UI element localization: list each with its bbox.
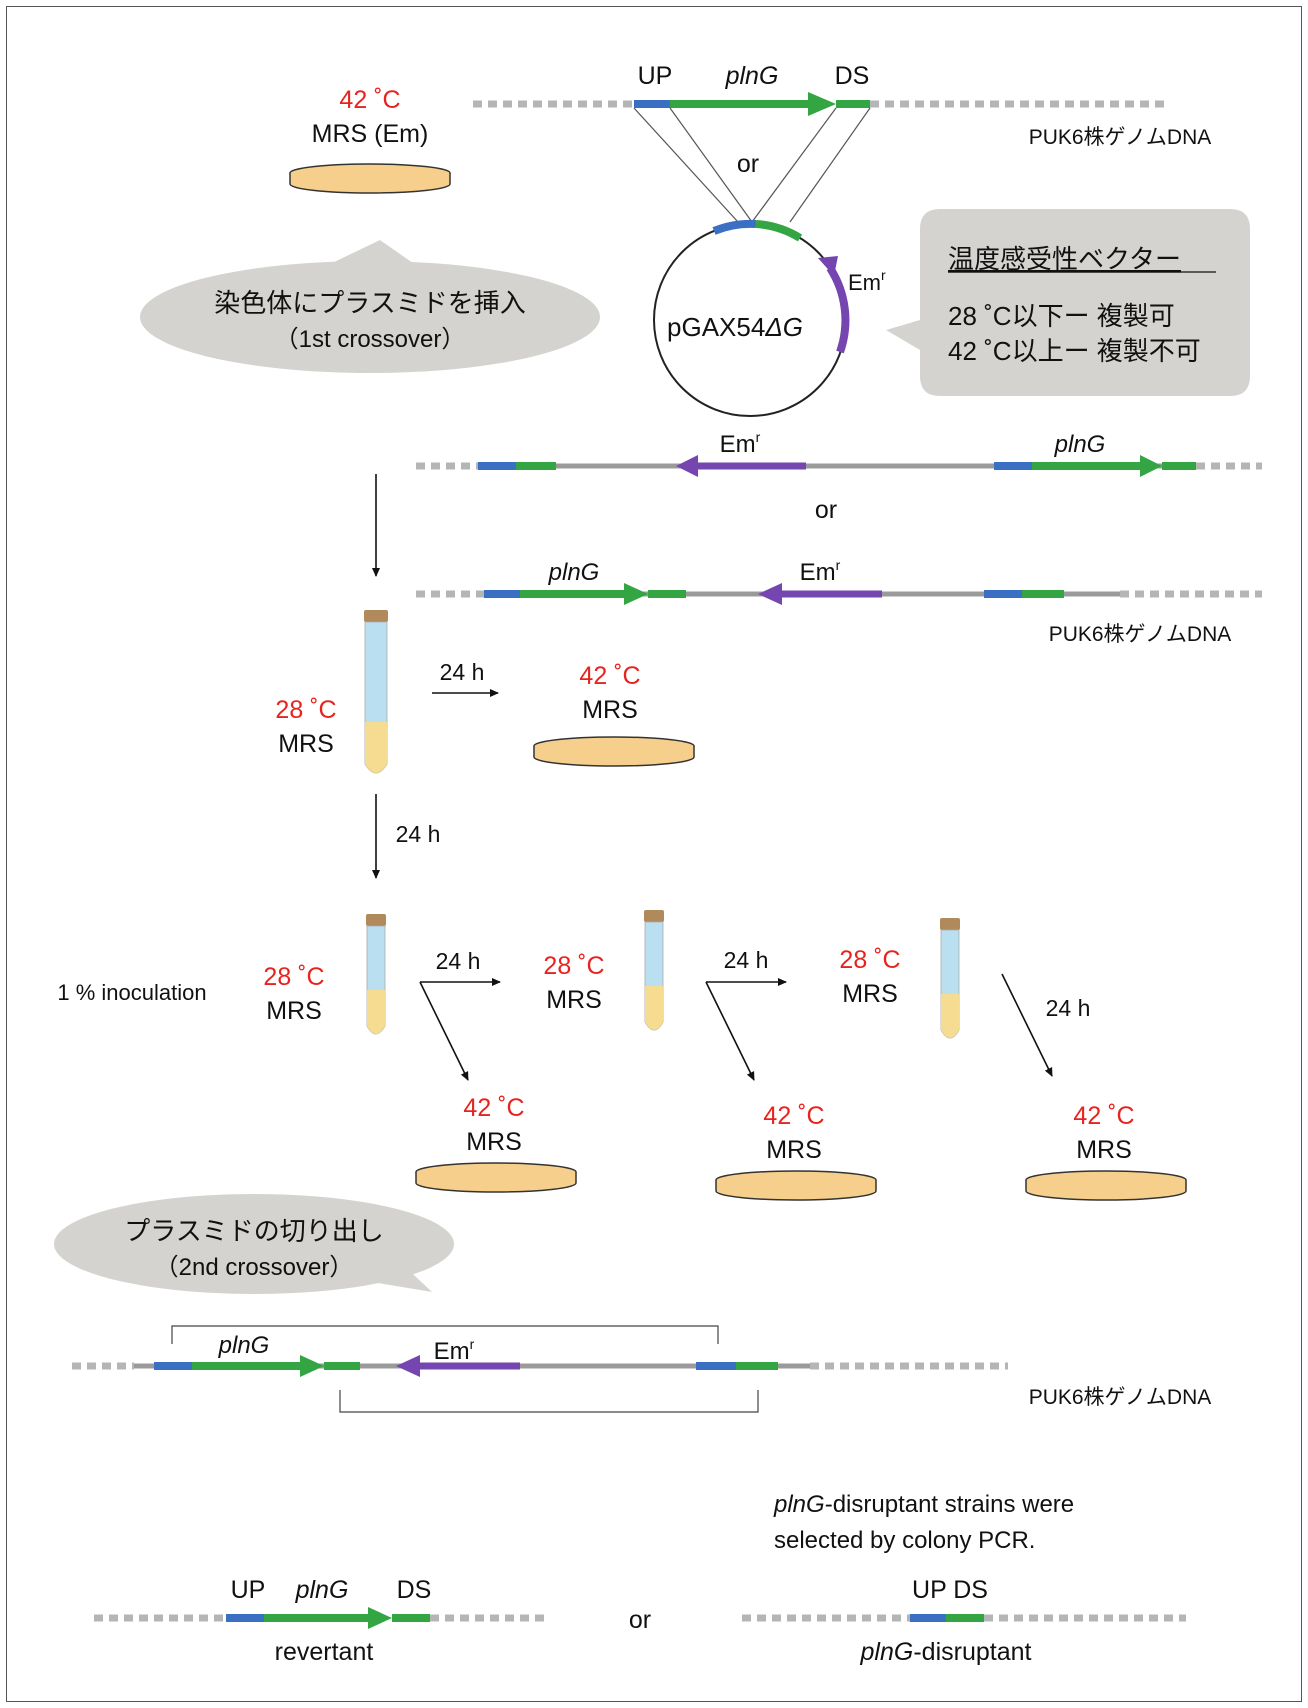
passage2-temp: 28 ˚C xyxy=(543,952,604,980)
plate3-medium: MRS xyxy=(1076,1136,1132,1164)
plasmid-marker: Emr xyxy=(848,267,886,295)
tube-passage-3 xyxy=(940,918,960,1039)
agar-plate xyxy=(533,736,695,767)
int2-gene: plnG xyxy=(548,559,600,586)
plate1-temp: 42 ˚C xyxy=(463,1094,524,1122)
tube-passage-1 xyxy=(366,914,386,1035)
result-note-line2: selected by colony PCR. xyxy=(774,1527,1035,1554)
arrow-plate-1 xyxy=(419,981,469,1081)
vector-info-box xyxy=(886,209,1250,396)
bubble-1st-crossover xyxy=(140,240,600,373)
bubble-2nd-crossover xyxy=(54,1194,454,1294)
plate1-medium: MRS xyxy=(466,1128,522,1156)
agar-plate xyxy=(289,163,451,194)
plate2-medium: MRS xyxy=(766,1136,822,1164)
genome-top xyxy=(473,92,1170,116)
vector-box-title: 温度感受性ベクター xyxy=(948,244,1181,274)
excision-marker: Emr xyxy=(434,1336,475,1365)
or-top: or xyxy=(737,150,759,178)
or-result: or xyxy=(629,1606,651,1634)
culture1-down-label: 24 h xyxy=(396,821,441,847)
int1-marker: Emr xyxy=(720,429,761,458)
vector-box-line2: 42 ˚C以上ー 複製不可 xyxy=(948,336,1201,366)
culture1-arrow-label: 24 h xyxy=(440,659,485,685)
rev-gene: plnG xyxy=(295,1576,349,1604)
culture1-temp: 28 ˚C xyxy=(275,696,336,724)
step1-temp: 42 ˚C xyxy=(339,86,400,114)
passage1-medium: MRS xyxy=(266,997,322,1025)
result-note-line1: plnG-disruptant strains were xyxy=(773,1491,1074,1518)
tube-passage-2 xyxy=(644,910,664,1031)
agar-plate xyxy=(415,1162,577,1193)
dis-updown: UP DS xyxy=(912,1576,988,1604)
culture1-plate-temp: 42 ˚C xyxy=(579,662,640,690)
bubble2-line1: プラスミドの切り出し xyxy=(124,1216,383,1246)
passage3-arrow-label: 24 h xyxy=(1046,995,1091,1021)
plasmid xyxy=(653,219,850,417)
int1-gene: plnG xyxy=(1054,431,1106,458)
passage2-arrow-label: 24 h xyxy=(724,947,769,973)
label-gene: plnG xyxy=(725,62,779,90)
rev-up: UP xyxy=(231,1576,266,1604)
genome-label-top: PUK6株ゲノムDNA xyxy=(1029,126,1212,149)
tube-1 xyxy=(364,610,388,774)
step1-medium: MRS (Em) xyxy=(312,120,429,148)
genome-label-integration: PUK6株ゲノムDNA xyxy=(1049,623,1232,646)
excision-gene: plnG xyxy=(218,1332,270,1359)
genome-label-excision: PUK6株ゲノムDNA xyxy=(1029,1386,1212,1409)
passage1-temp: 28 ˚C xyxy=(263,963,324,991)
agar-plate xyxy=(715,1170,877,1201)
plasmid-name: pGAX54ΔG xyxy=(667,312,803,342)
bubble1-line1: 染色体にプラスミドを挿入 xyxy=(214,288,525,318)
revertant-genome xyxy=(94,1607,548,1629)
or-integration: or xyxy=(815,496,837,524)
dis-label: plnG-disruptant xyxy=(860,1638,1032,1666)
bubble1-line2: （1st crossover） xyxy=(275,326,466,353)
crossover-lines xyxy=(633,107,871,223)
passage2-medium: MRS xyxy=(546,986,602,1014)
integration-line-1 xyxy=(416,455,1262,477)
bubble2-line2: （2nd crossover） xyxy=(155,1254,354,1281)
label-up: UP xyxy=(638,62,673,90)
passage1-arrow-label: 24 h xyxy=(436,948,481,974)
rev-ds: DS xyxy=(397,1576,432,1604)
passage3-medium: MRS xyxy=(842,980,898,1008)
arrow-plate-2 xyxy=(705,981,755,1081)
inoculation-label: 1 % inoculation xyxy=(57,980,206,1005)
arrow-plate-3 xyxy=(1001,973,1053,1077)
excision-genome xyxy=(72,1325,1008,1413)
agar-plate xyxy=(1025,1170,1187,1201)
rev-label: revertant xyxy=(275,1638,374,1666)
plate2-temp: 42 ˚C xyxy=(763,1102,824,1130)
culture1-plate-medium: MRS xyxy=(582,696,638,724)
culture1-medium: MRS xyxy=(278,730,334,758)
passage3-temp: 28 ˚C xyxy=(839,946,900,974)
integration-line-2 xyxy=(416,583,1262,605)
int2-marker: Emr xyxy=(800,557,841,586)
plate3-temp: 42 ˚C xyxy=(1073,1102,1134,1130)
vector-box-line1: 28 ˚C以下ー 複製可 xyxy=(948,301,1175,331)
label-ds: DS xyxy=(835,62,870,90)
